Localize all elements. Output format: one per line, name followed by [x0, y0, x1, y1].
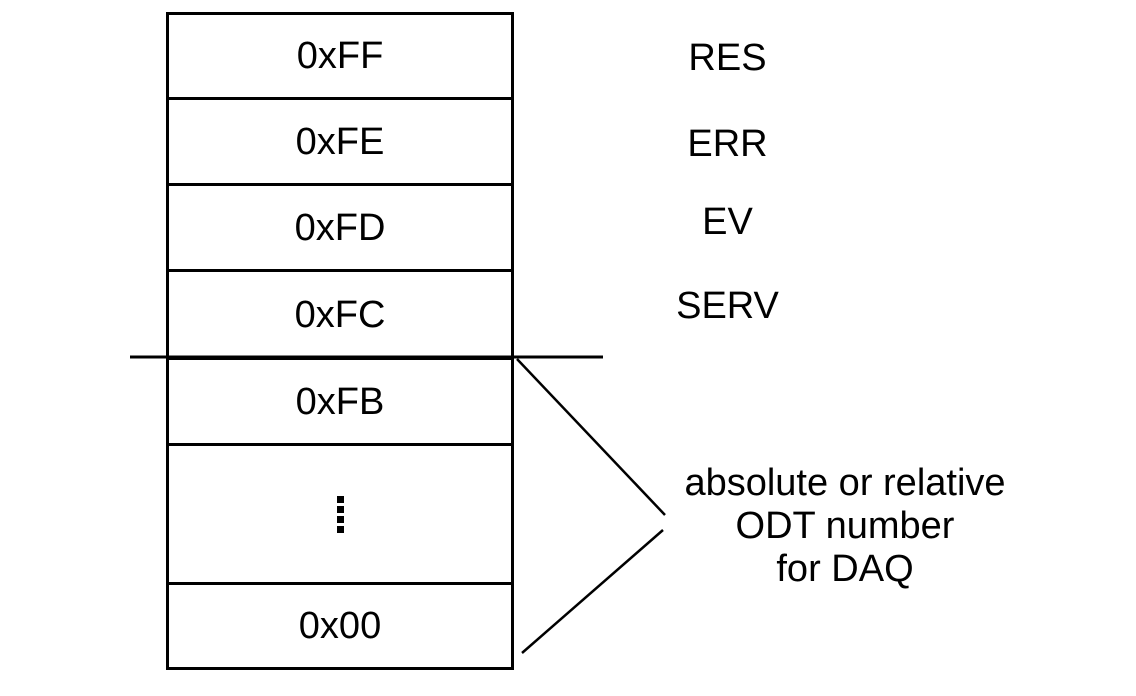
stack-cell-label: 0x00 — [298, 605, 382, 647]
stack-cell-0xFB: 0xFB — [169, 357, 511, 443]
pid-stack-box: 0xFF 0xFE 0xFD 0xFC 0xFB 0x00 — [166, 12, 514, 670]
annotation-line-1: absolute or relative — [684, 462, 1006, 504]
stack-cell-label: 0xFF — [296, 35, 384, 77]
stack-cell-label: 0xFD — [294, 206, 386, 249]
annotation-line-2: ODT number — [735, 505, 955, 547]
stack-cell-0xFC: 0xFC — [169, 269, 511, 357]
stack-cell-ellipsis — [169, 443, 511, 582]
row-label-res: RES — [688, 37, 767, 79]
annotation-line-3: for DAQ — [776, 548, 914, 590]
stack-cell-0xFD: 0xFD — [169, 183, 511, 269]
lower-diagonal-line — [521, 529, 664, 654]
row-label-err: ERR — [687, 123, 768, 165]
stack-cell-label: 0xFB — [295, 380, 385, 423]
vertical-ellipsis-icon — [336, 494, 344, 534]
stack-cell-label: 0xFC — [294, 293, 386, 336]
stack-cell-0x00: 0x00 — [169, 582, 511, 667]
row-label-ev: EV — [702, 201, 753, 243]
upper-diagonal-line — [516, 358, 666, 516]
daq-annotation: absolute or relative ODT number for DAQ — [680, 462, 1010, 591]
stack-cell-0xFE: 0xFE — [169, 97, 511, 183]
stack-cell-label: 0xFE — [295, 120, 385, 163]
stack-cell-0xFF: 0xFF — [169, 15, 511, 97]
row-label-serv: SERV — [676, 285, 779, 327]
